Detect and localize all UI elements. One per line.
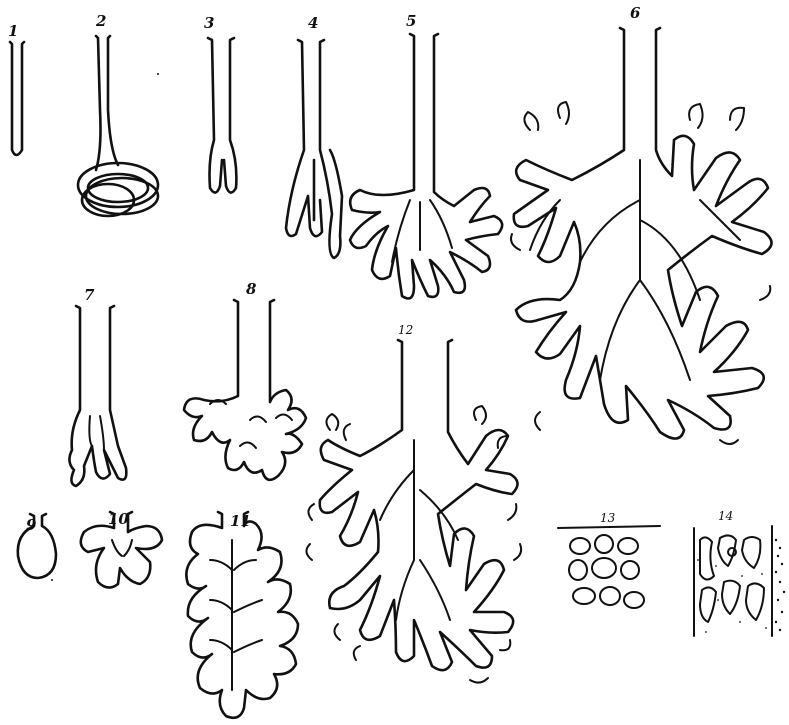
figure-12-compound-racemose-gland: 12 — [306, 323, 521, 683]
figure-14-label: 14 — [718, 509, 733, 523]
figure-3-label: 3 — [204, 14, 214, 32]
figure-12-label: 12 — [398, 323, 413, 337]
figure-7-lobulated-tube: 7 — [69, 286, 126, 486]
figure-4-label: 4 — [308, 14, 318, 32]
figure-1-label: 1 — [8, 22, 18, 40]
figure-5-branched-gland: 5 — [350, 12, 502, 298]
figure-2-label: 2 — [95, 12, 106, 30]
figure-7-label: 7 — [84, 286, 95, 304]
figure-2-coiled-tube: 2 — [78, 12, 158, 216]
figure-11-racemose-cluster: 11 — [186, 512, 298, 718]
figure-9-single-acinus: 9 — [18, 514, 56, 578]
plate-speck — [51, 579, 53, 581]
figure-4-branched-tube: 4 — [286, 14, 342, 258]
figure-1-simple-tube: 1 — [8, 22, 24, 155]
figure-8-label: 8 — [246, 280, 257, 298]
figure-8-lobulated-gland: 8 — [184, 280, 306, 480]
figure-14-tissue-section: 14 — [694, 509, 785, 636]
figure-5-label: 5 — [406, 12, 416, 30]
figure-13-acini-section: 13 — [558, 511, 660, 608]
figure-10-acinus-cluster: 10 — [81, 510, 162, 588]
figure-3-bifid-tube: 3 — [204, 14, 236, 193]
figure-6-compound-gland: 6 — [511, 4, 772, 444]
figure-13-label: 13 — [600, 511, 616, 525]
plate-speck — [157, 73, 159, 75]
figure-6-label: 6 — [630, 4, 641, 22]
